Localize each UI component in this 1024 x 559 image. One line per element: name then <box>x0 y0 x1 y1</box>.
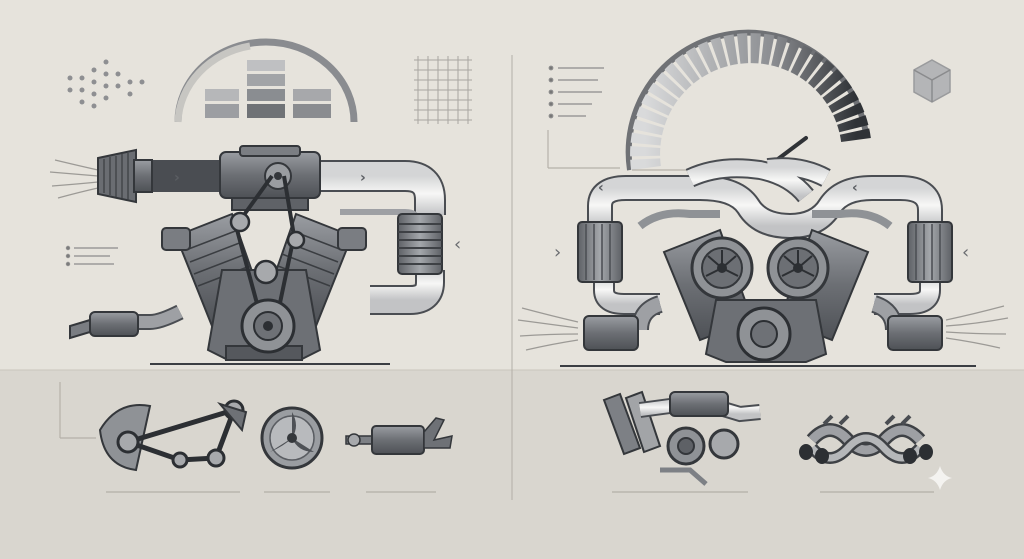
svg-text:›: › <box>360 170 366 186</box>
legend-lines-right <box>548 65 604 119</box>
svg-text:‹: ‹ <box>598 180 604 196</box>
muffler-left-icon <box>583 315 639 351</box>
svg-text:‹: ‹ <box>852 180 858 196</box>
dual-exhaust <box>583 295 943 351</box>
turbo-assembly-icon <box>602 390 761 486</box>
twin-exhaust-manifold-icon <box>799 414 933 464</box>
left-detail-icons <box>59 382 453 493</box>
crossover-pipe-upper <box>589 177 941 238</box>
dot-matrix-decoration <box>67 59 145 109</box>
exhaust-pipe <box>69 304 184 340</box>
bar-gauge-decoration <box>174 38 358 123</box>
grid-decoration <box>414 56 472 124</box>
compressor-impeller-icon <box>260 406 324 470</box>
intercooler-right-icon <box>907 221 953 283</box>
twin-intake-streams <box>517 305 1009 351</box>
legend-lines-left <box>65 245 118 267</box>
drive-belt <box>229 174 306 354</box>
belt-pulley-diagram-icon <box>98 399 248 472</box>
muffler-icon <box>89 311 139 337</box>
muffler-detail-icon <box>345 417 453 455</box>
twin-turbo-engine: ‹ ‹ › ‹ <box>554 157 976 367</box>
svg-text:‹: ‹ <box>962 242 969 263</box>
right-detail-icons <box>602 390 952 493</box>
muffler-right-icon <box>887 315 943 351</box>
turbocharger-right-icon <box>766 236 830 300</box>
svg-text:‹: ‹ <box>454 234 461 255</box>
charge-pipe <box>320 162 444 215</box>
air-filter-icon <box>97 148 153 204</box>
intercooler-icon <box>397 213 443 275</box>
intercooler-left-icon <box>577 221 623 283</box>
svg-text:›: › <box>174 170 180 186</box>
supercharged-engine: › › ‹ <box>69 145 461 365</box>
air-intake-streams <box>49 159 99 199</box>
sparkle-icon <box>928 466 952 490</box>
turbocharger-left-icon <box>690 236 754 300</box>
svg-text:›: › <box>554 242 561 263</box>
return-pipe <box>370 270 443 313</box>
cube-icon <box>913 59 951 103</box>
